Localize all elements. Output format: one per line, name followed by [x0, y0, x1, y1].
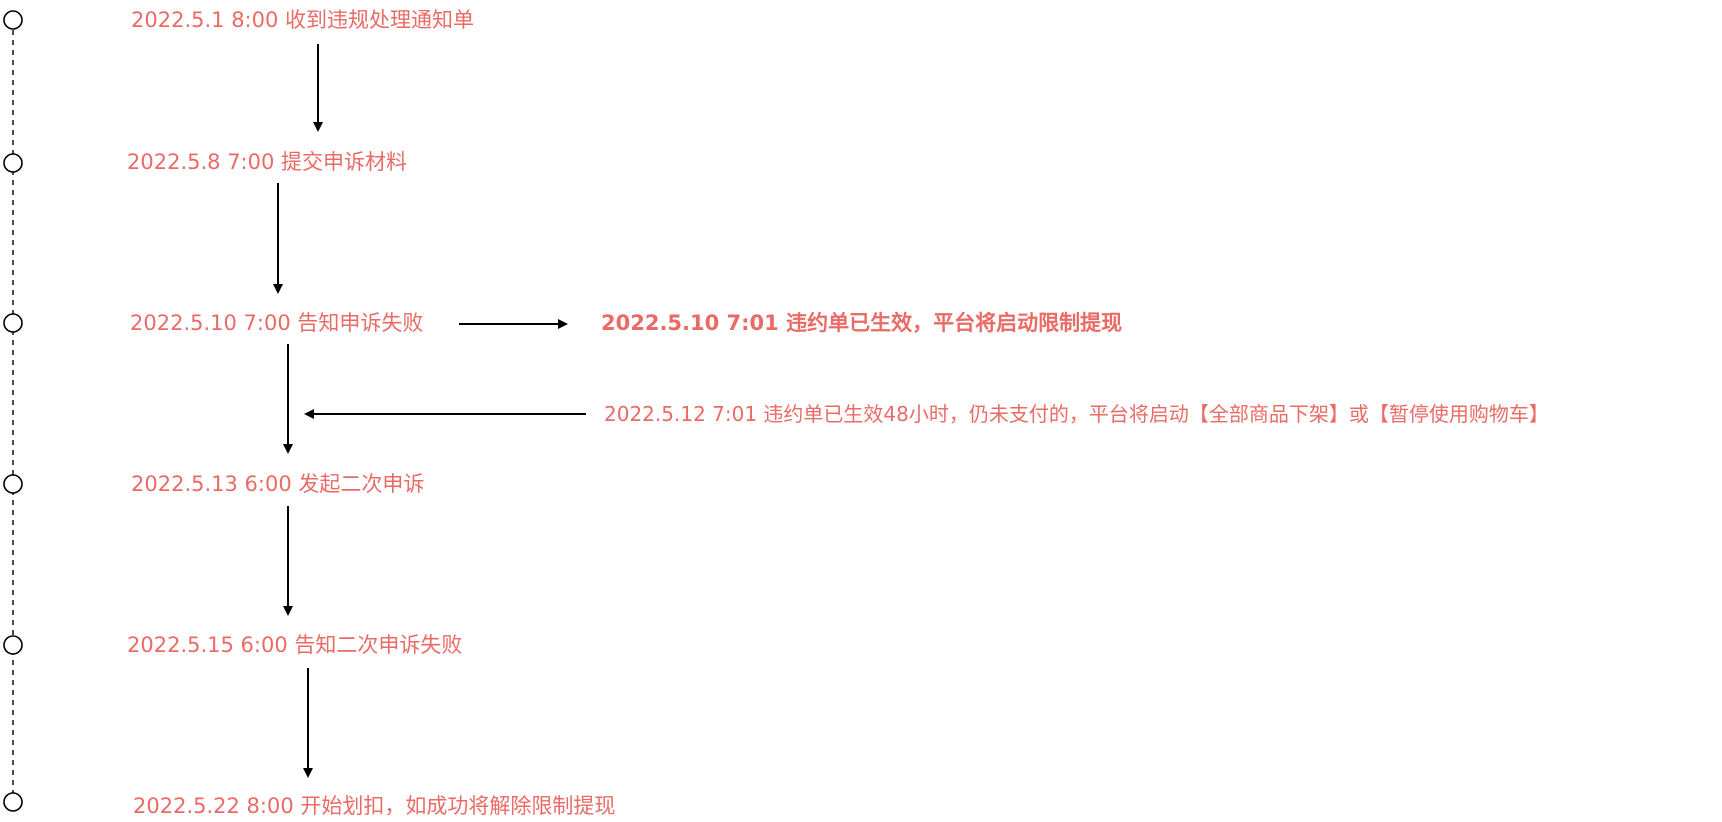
milestone-node-1 — [3, 10, 23, 30]
milestone-node-2 — [3, 153, 23, 173]
milestone-node-4 — [3, 474, 23, 494]
event-label-7: 2022.5.15 6:00 告知二次申诉失败 — [127, 633, 463, 657]
milestone-node-3 — [3, 313, 23, 333]
event-label-4: 2022.5.10 7:01 违约单已生效，平台将启动限制提现 — [601, 311, 1123, 335]
event-label-5: 2022.5.12 7:01 违约单已生效48小时，仍未支付的，平台将启动【全部… — [604, 402, 1549, 426]
milestone-node-6 — [3, 792, 23, 812]
event-label-8: 2022.5.22 8:00 开始划扣，如成功将解除限制提现 — [133, 794, 616, 818]
event-label-2: 2022.5.8 7:00 提交申诉材料 — [127, 150, 408, 174]
event-label-3: 2022.5.10 7:00 告知申诉失败 — [130, 311, 424, 335]
event-label-1: 2022.5.1 8:00 收到违规处理通知单 — [131, 8, 475, 32]
milestone-node-5 — [3, 635, 23, 655]
event-label-6: 2022.5.13 6:00 发起二次申诉 — [131, 472, 425, 496]
